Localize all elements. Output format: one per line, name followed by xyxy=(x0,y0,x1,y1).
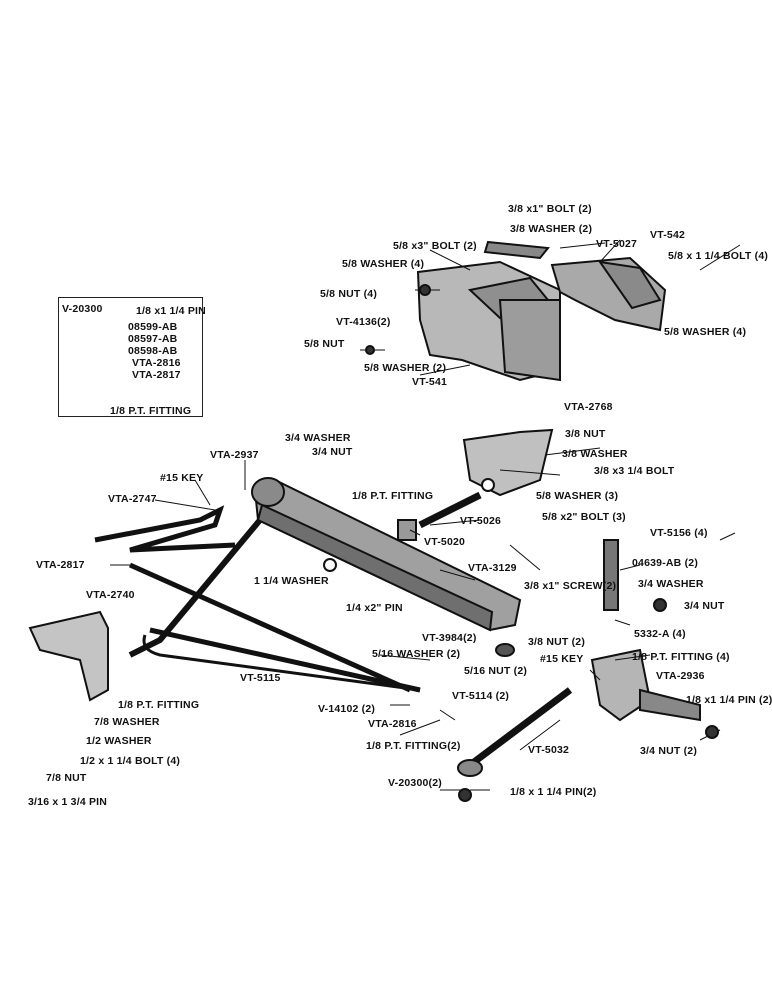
label-v20300-2: V-20300(2) xyxy=(388,777,442,789)
label-nut-3-4-2: 3/4 NUT (2) xyxy=(640,745,698,757)
label-washer-5-8-3: 5/8 WASHER (3) xyxy=(536,490,619,502)
label-nut-3-4-b: 3/4 NUT xyxy=(684,600,725,612)
label-bolt-1-2x1-1-4: 1/2 x 1 1/4 BOLT (4) xyxy=(80,755,181,767)
spindle xyxy=(590,648,652,722)
label-pin-1-8x1-1-4-a: 1/8 x1 1/4 PIN (2) xyxy=(686,694,772,706)
vta2740-bracket xyxy=(28,610,109,702)
label-inset-08598: 08598-AB xyxy=(128,345,178,357)
label-washer-3-8-a: 3/8 WASHER xyxy=(562,448,628,460)
radius-rod xyxy=(128,518,263,658)
label-vt5156: VT-5156 (4) xyxy=(650,527,708,539)
label-vt3984: VT-3984(2) xyxy=(422,632,477,644)
label-v14102: V-14102 (2) xyxy=(318,703,376,715)
label-inset-v20300: V-20300 xyxy=(62,303,103,315)
label-bolt-5-8x1-1-4: 5/8 x 1 1/4 BOLT (4) xyxy=(668,250,769,262)
vt5027-plate xyxy=(483,240,550,260)
label-washer-5-8-right: 5/8 WASHER (4) xyxy=(664,326,747,338)
label-washer-1-2: 1/2 WASHER xyxy=(86,735,152,747)
label-vta2817: VTA-2817 xyxy=(36,559,85,571)
label-nut-5-16: 5/16 NUT (2) xyxy=(464,665,528,677)
vt5020-bushing xyxy=(397,519,417,541)
label-pt-fitting-1: 1/8 P.T. FITTING xyxy=(352,490,434,502)
label-key15-b: #15 KEY xyxy=(540,653,584,665)
king-pin xyxy=(603,539,619,611)
label-vta2740: VTA-2740 xyxy=(86,589,135,601)
label-vta2747: VTA-2747 xyxy=(108,493,157,505)
label-washer-7-8: 7/8 WASHER xyxy=(94,716,160,728)
label-vt541: VT-541 xyxy=(412,376,448,388)
vta2747-arm xyxy=(94,505,236,553)
label-vta2816: VTA-2816 xyxy=(368,718,417,730)
label-5332-a: 5332-A (4) xyxy=(634,628,686,640)
label-vt542: VT-542 xyxy=(650,229,686,241)
label-washer-5-16: 5/16 WASHER (2) xyxy=(372,648,461,660)
label-vt5020: VT-5020 xyxy=(424,536,466,548)
label-vt5114: VT-5114 (2) xyxy=(452,690,510,702)
label-nut-7-8: 7/8 NUT xyxy=(46,772,87,784)
label-inset-08599: 08599-AB xyxy=(128,321,178,333)
label-pin-3-16: 3/16 x 1 3/4 PIN xyxy=(28,796,108,808)
label-nut-5-8: 5/8 NUT xyxy=(304,338,345,350)
label-nut-3-4: 3/4 NUT xyxy=(312,446,353,458)
label-washer-1-1-4: 1 1/4 WASHER xyxy=(254,575,329,587)
label-washer-3-8-top: 3/8 WASHER (2) xyxy=(510,223,593,235)
label-pin-1-4x2: 1/4 x2" PIN xyxy=(346,602,403,614)
label-vt5115: VT-5115 xyxy=(240,672,281,684)
label-fitting-2: 1/8 P.T. FITTING(2) xyxy=(366,740,461,752)
label-vt5026: VT-5026 xyxy=(460,515,502,527)
label-bolt-3-8x3-1-4: 3/8 x3 1/4 BOLT xyxy=(594,465,675,477)
label-washer-3-4: 3/4 WASHER xyxy=(285,432,351,444)
label-washer-5-8-4: 5/8 WASHER (4) xyxy=(342,258,425,270)
label-nut-3-8-a: 3/8 NUT xyxy=(565,428,606,440)
label-inset-vta2816: VTA-2816 xyxy=(132,357,181,369)
label-key15: #15 KEY xyxy=(160,472,204,484)
label-vt5027: VT-5027 xyxy=(596,238,638,250)
label-pin-1-8x1-1-4-b: 1/8 x 1 1/4 PIN(2) xyxy=(510,786,597,798)
label-vta2937: VTA-2937 xyxy=(210,449,259,461)
label-vt5032: VT-5032 xyxy=(528,744,570,756)
label-pt-fitting-2: 1/8 P.T. FITTING xyxy=(118,699,200,711)
label-washer-5-8-2: 5/8 WASHER (2) xyxy=(364,362,447,374)
tie-rod xyxy=(128,562,412,693)
vt5032-link xyxy=(467,687,573,768)
label-bolt-5-8x2: 5/8 x2" BOLT (3) xyxy=(542,511,626,523)
label-inset-08597: 08597-AB xyxy=(128,333,178,345)
vt5026-pin xyxy=(418,491,482,529)
label-vt4136: VT-4136(2) xyxy=(336,316,391,328)
label-bolt-5-8x3: 5/8 x3" BOLT (2) xyxy=(393,240,477,252)
label-04639-ab: 04639-AB (2) xyxy=(632,557,699,569)
label-fitting-4: 1/8 P.T. FITTING (4) xyxy=(632,651,730,663)
label-vta2936: VTA-2936 xyxy=(656,670,705,682)
label-vta3129: VTA-3129 xyxy=(468,562,517,574)
label-nut-3-8-2: 3/8 NUT (2) xyxy=(528,636,586,648)
label-washer-3-4-b: 3/4 WASHER xyxy=(638,578,704,590)
label-inset-vta2817: VTA-2817 xyxy=(132,369,181,381)
label-screw-3-8x1: 3/8 x1" SCREW(2) xyxy=(524,580,617,592)
label-bolt-3-8x1: 3/8 x1" BOLT (2) xyxy=(508,203,592,215)
inset-detail-box xyxy=(58,297,203,417)
label-nut-5-8-4: 5/8 NUT (4) xyxy=(320,288,378,300)
label-inset-pin: 1/8 x1 1/4 PIN xyxy=(136,305,206,317)
vta2768-bracket xyxy=(462,428,554,497)
label-inset-fitting: 1/8 P.T. FITTING xyxy=(110,405,192,417)
label-vta2768: VTA-2768 xyxy=(564,401,613,413)
